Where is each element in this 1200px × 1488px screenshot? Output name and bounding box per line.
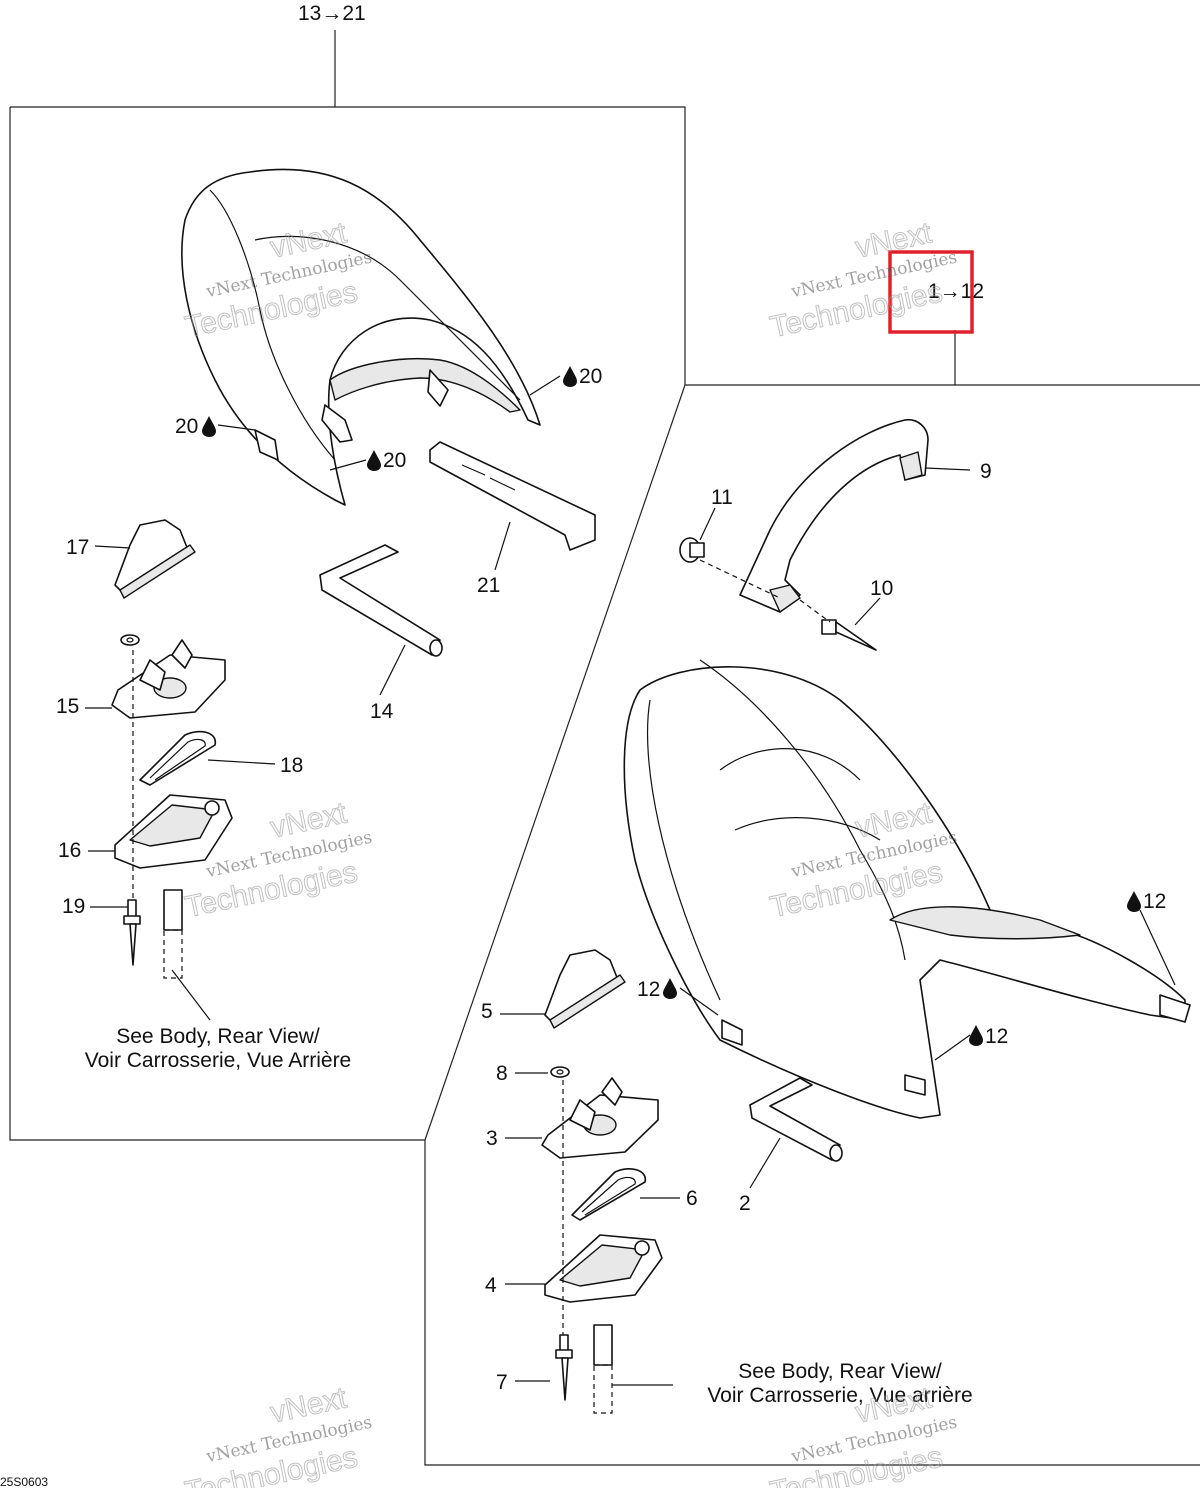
leaders-left xyxy=(85,375,561,1021)
drop-icon xyxy=(969,1025,983,1046)
latch-left xyxy=(114,519,196,599)
callout-2: 2 xyxy=(739,1192,751,1215)
rivet-right xyxy=(555,1334,573,1401)
base-right xyxy=(544,1234,663,1303)
drop-icon xyxy=(563,366,577,387)
rod-right xyxy=(749,1077,843,1162)
frame-left-group xyxy=(9,30,686,1141)
note-left-line1: See Body, Rear View/ xyxy=(116,1025,320,1048)
leaders-right xyxy=(500,467,1176,1386)
group-label-right: 1→12 xyxy=(928,280,984,303)
callout-20-mid: 20 xyxy=(383,449,406,472)
callout-9: 9 xyxy=(980,460,992,483)
drop-icon xyxy=(202,416,216,437)
callout-4: 4 xyxy=(485,1274,497,1297)
screw xyxy=(821,619,877,651)
callout-20-top-right: 20 xyxy=(579,365,602,388)
drop-icon xyxy=(367,450,381,471)
grab-handle xyxy=(739,418,929,613)
clip-right xyxy=(571,1168,646,1221)
watermark-top-right: vNext vNext Technologies Technologies xyxy=(767,216,959,345)
callout-6: 6 xyxy=(686,1187,698,1210)
callout-18: 18 xyxy=(280,754,303,777)
rivet-left xyxy=(123,899,141,966)
callout-12-right: 12 xyxy=(1143,890,1166,913)
bracket-right xyxy=(541,1066,659,1159)
callout-5: 5 xyxy=(481,1000,493,1023)
drawing-code: 25S0603 xyxy=(0,1475,48,1488)
callout-3: 3 xyxy=(486,1127,498,1150)
strap xyxy=(429,441,596,551)
drop-icon xyxy=(1127,891,1141,912)
callout-8: 8 xyxy=(496,1062,508,1085)
callout-21: 21 xyxy=(477,574,500,597)
note-left-line2: Voir Carrosserie, Vue Arrière xyxy=(85,1049,352,1072)
grommet xyxy=(679,537,705,563)
callout-10: 10 xyxy=(870,577,893,600)
base-left xyxy=(114,794,233,869)
callout-15: 15 xyxy=(56,695,79,718)
callout-14: 14 xyxy=(370,700,394,723)
push-pin-left xyxy=(163,889,183,979)
group-label-left: 13→21 xyxy=(298,2,366,25)
callout-labels: 20 20 20 21 17 14 15 18 16 19 9 11 10 12… xyxy=(56,365,1166,1394)
push-pin-right xyxy=(593,1324,613,1414)
rear-seat-cover xyxy=(181,168,541,506)
latch-right xyxy=(544,949,626,1029)
note-right-line2: Voir Carrosserie, Vue arrière xyxy=(707,1384,972,1407)
callout-16: 16 xyxy=(58,839,81,862)
callout-20-left: 20 xyxy=(175,415,198,438)
callout-11: 11 xyxy=(711,486,733,509)
note-right-line1: See Body, Rear View/ xyxy=(738,1360,942,1383)
callout-17: 17 xyxy=(66,536,89,559)
highlight-box xyxy=(888,250,974,334)
drop-icon xyxy=(663,978,677,999)
callout-12-bottom: 12 xyxy=(985,1025,1008,1048)
drop-icons xyxy=(202,366,1141,1046)
main-seat xyxy=(623,659,1191,1119)
callout-7: 7 xyxy=(496,1371,508,1394)
clip-left xyxy=(139,730,216,786)
callout-19: 19 xyxy=(62,895,85,918)
callout-12-left: 12 xyxy=(637,978,660,1001)
watermark-bottom-left: vNext vNext Technologies Technologies xyxy=(182,1381,374,1488)
frame-right-group xyxy=(424,330,1200,1466)
rod-left xyxy=(319,544,443,657)
bracket-left xyxy=(111,634,226,719)
